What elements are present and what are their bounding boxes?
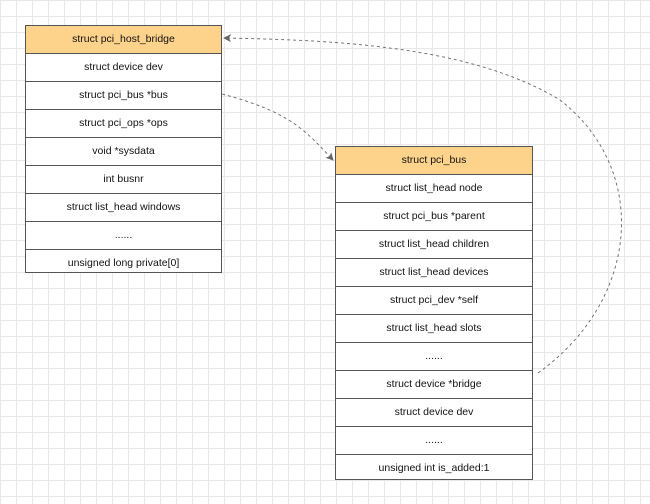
field-node: struct list_head node bbox=[336, 174, 532, 202]
field-busnr: int busnr bbox=[26, 165, 221, 193]
pci-host-bridge-title: struct pci_host_bridge bbox=[26, 26, 221, 53]
field-ops: struct pci_ops *ops bbox=[26, 109, 221, 137]
field-children: struct list_head children bbox=[336, 230, 532, 258]
pci-bus-title: struct pci_bus bbox=[336, 147, 532, 174]
field-parent: struct pci_bus *parent bbox=[336, 202, 532, 230]
field-slots: struct list_head slots bbox=[336, 314, 532, 342]
pci-bus-struct: struct pci_bus struct list_head node str… bbox=[335, 146, 533, 480]
field-self: struct pci_dev *self bbox=[336, 286, 532, 314]
field-devices: struct list_head devices bbox=[336, 258, 532, 286]
bus-pointer-arrow bbox=[221, 93, 334, 161]
field-bus: struct pci_bus *bus bbox=[26, 81, 221, 109]
field-bus-dev: struct device dev bbox=[336, 398, 532, 426]
pci-host-bridge-struct: struct pci_host_bridge struct device dev… bbox=[25, 25, 222, 273]
field-ellipsis-1: ...... bbox=[336, 342, 532, 370]
field-dev: struct device dev bbox=[26, 53, 221, 81]
field-ellipsis: ...... bbox=[26, 221, 221, 249]
field-is-added: unsigned int is_added:1 bbox=[336, 454, 532, 482]
field-sysdata: void *sysdata bbox=[26, 137, 221, 165]
field-windows: struct list_head windows bbox=[26, 193, 221, 221]
field-ellipsis-2: ...... bbox=[336, 426, 532, 454]
field-bridge: struct device *bridge bbox=[336, 370, 532, 398]
field-private: unsigned long private[0] bbox=[26, 249, 221, 277]
